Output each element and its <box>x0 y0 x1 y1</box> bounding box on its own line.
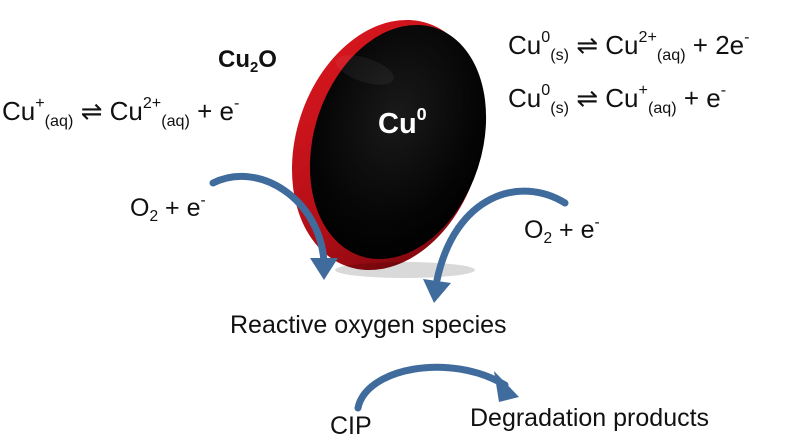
arrowhead-left <box>310 258 338 280</box>
ros-label: Reactive oxygen species <box>230 311 507 339</box>
arrow-right-oxygen <box>433 187 569 284</box>
cu0-core <box>309 24 487 260</box>
equation-cu0-cuplus: Cu0(s) ⇌ Cu+(aq) + e- <box>508 81 727 117</box>
cip-label: CIP <box>330 412 372 440</box>
arrow-left-oxygen <box>209 172 328 266</box>
core-highlight <box>336 55 394 85</box>
particle-shadow <box>335 262 475 278</box>
degradation-products-label: Degradation products <box>470 404 710 432</box>
oxygen-left-label: O2 + e- <box>130 191 206 226</box>
equation-cu0-cu2plus: Cu0(s) ⇌ Cu2+(aq) + 2e- <box>508 28 750 64</box>
arrowhead-right <box>423 279 451 303</box>
arrow-cip-degradation <box>354 363 509 412</box>
cu0-core-label: Cu0 <box>378 104 427 140</box>
arrowhead-bottom <box>494 371 519 402</box>
oxygen-right-label: O2 + e- <box>524 213 600 248</box>
cu2o-label: Cu2O <box>218 46 277 77</box>
equation-cuplus-cu2plus: Cu+(aq) ⇌ Cu2+(aq) + e- <box>2 94 240 130</box>
